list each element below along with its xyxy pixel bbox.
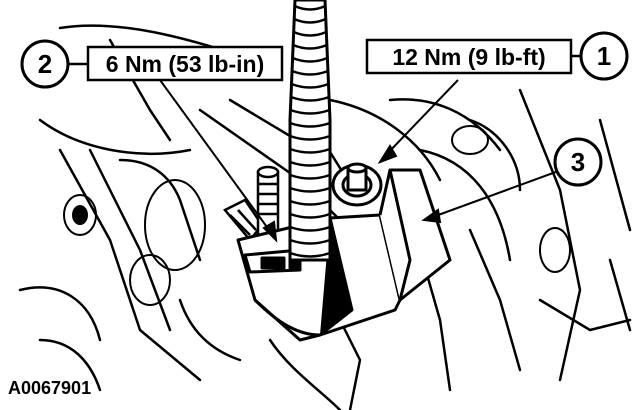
callout-3-circle bbox=[553, 137, 603, 187]
coil-bolt bbox=[331, 162, 383, 207]
background-linework bbox=[18, 24, 632, 410]
callout-1-circle bbox=[579, 31, 629, 81]
leader-lines bbox=[159, 79, 576, 243]
callout-3-number: 3 bbox=[571, 147, 585, 177]
callout-2: 2 6 Nm (53 lb-in) bbox=[20, 39, 284, 89]
callout-2-torque-label: 6 Nm (53 lb-in) bbox=[106, 51, 264, 77]
engine-parts bbox=[63, 125, 571, 306]
callout-2-torque-box bbox=[86, 45, 284, 82]
callout-3: 3 bbox=[553, 137, 603, 187]
plug-wire-conduit bbox=[288, 0, 332, 262]
conduit-ribs bbox=[289, 4, 331, 258]
callout-2-number: 2 bbox=[38, 49, 52, 79]
callout-1-number: 1 bbox=[597, 41, 611, 71]
ignition-coil bbox=[236, 168, 452, 342]
callout-1-torque-label: 12 Nm (9 lb-ft) bbox=[392, 44, 545, 70]
figure-id: A0067901 bbox=[8, 378, 91, 398]
callout-1-torque-box bbox=[365, 38, 573, 75]
callout-1: 12 Nm (9 lb-ft) 1 bbox=[365, 31, 629, 81]
